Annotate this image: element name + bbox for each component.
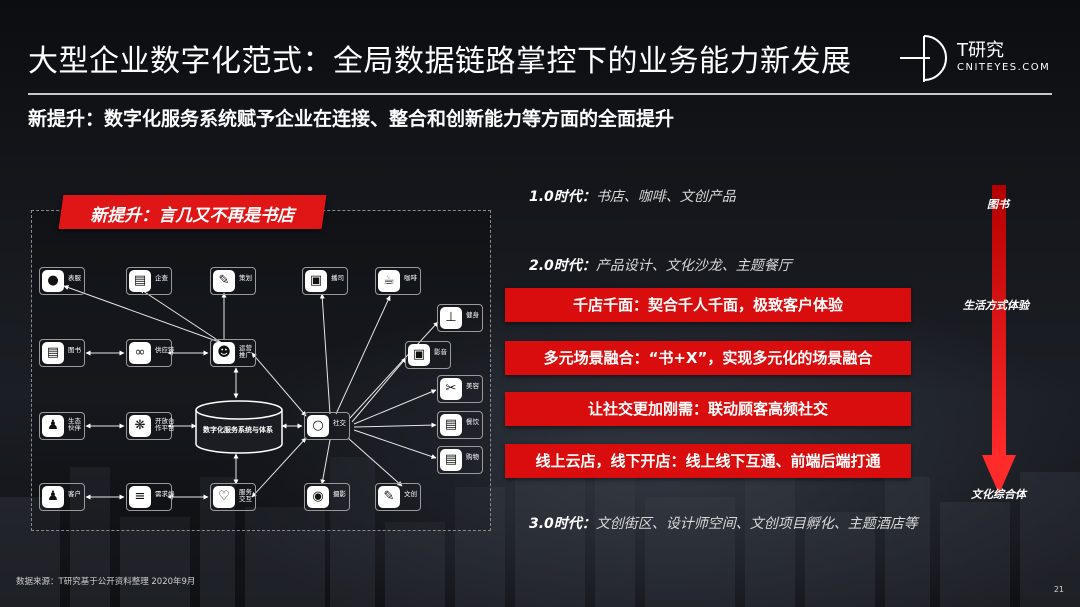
film-icon: ▣ [408, 344, 430, 366]
era-2-text: 产品设计、文化沙龙、主题餐厅 [595, 258, 792, 274]
page-number: 21 [1053, 585, 1064, 594]
chat-bubbles-icon: ○ [307, 415, 329, 437]
node-label: 购物 [466, 453, 479, 461]
cart-icon: ▤ [440, 449, 462, 471]
camera-icon: ◉ [307, 486, 329, 508]
evolution-arrow [982, 185, 1016, 494]
people-icon: ☻ [213, 342, 235, 364]
platform-icon: ❋ [129, 415, 151, 437]
node-label: 健身 [466, 311, 479, 319]
coffee-icon: ☕ [378, 270, 400, 292]
logo-mark-icon [900, 35, 947, 82]
diagram-banner-text: 新提升：言几又不再是书店 [90, 206, 295, 226]
user-icon: ♟ [42, 486, 64, 508]
arrow-label-middle: 生活方式体验 [963, 299, 1029, 312]
database-cylinder-icon [195, 400, 283, 454]
era-1-label: 1.0时代： [529, 189, 596, 205]
era-1-text: 书店、咖啡、文创产品 [595, 189, 736, 205]
node-label: 需求端 [155, 490, 175, 498]
node-label: 图书 [68, 346, 81, 354]
node-label: 表服 [68, 274, 81, 282]
node-label-line2: 作平台 [155, 424, 175, 432]
node-label-line1: 运营 [239, 344, 252, 352]
feature-bar-3: 让社交更加刚需：联动顾客高频社交 [505, 392, 911, 426]
logo-domain: CNITEYES.COM [957, 62, 1051, 73]
era-1: 1.0时代：书店、咖啡、文创产品 [529, 186, 736, 206]
heart-icon: ♡ [213, 486, 235, 508]
planning-icon: ✎ [213, 270, 235, 292]
center-system-label: 数字化服务系统与体系 [203, 426, 273, 434]
header-divider [28, 93, 1052, 95]
node-label: 运营 推广 [239, 345, 252, 359]
slide-title: 大型企业数字化范式：全局数据链路掌控下的业务能力新发展 [28, 44, 852, 79]
node-label: 社交 [333, 419, 346, 427]
era-3-label: 3.0时代： [529, 516, 596, 532]
node-label: 美容 [466, 382, 479, 390]
node-label-line1: 开放合 [155, 417, 175, 425]
era-2-label: 2.0时代： [529, 258, 596, 274]
node-label: 供应链 [155, 346, 175, 354]
brand-logo: T研究 CNITEYES.COM [900, 30, 1060, 86]
node-label: 客户 [68, 490, 81, 498]
node-label: 摄影 [333, 490, 346, 498]
link-icon: ∞ [129, 342, 151, 364]
node-label: 播司 [331, 274, 344, 282]
node-label: 开放合 作平台 [155, 418, 175, 432]
node-label: 影音 [434, 348, 447, 356]
dining-icon: ▤ [440, 414, 462, 436]
book-icon: ▤ [42, 342, 64, 364]
scissors-icon: ✂ [440, 378, 462, 400]
pen-icon: ✎ [378, 486, 400, 508]
partners-icon: ♟ [42, 415, 64, 437]
era-2: 2.0时代：产品设计、文化沙龙、主题餐厅 [529, 255, 792, 275]
slide-subtitle: 新提升：数字化服务系统赋予企业在连接、整合和创新能力等方面的全面提升 [28, 108, 675, 130]
broadcast-icon: ▣ [305, 270, 327, 292]
data-source-note: 数据来源：T研究基于公开资料整理 2020年9月 [16, 577, 196, 587]
demand-icon: ≡ [129, 486, 151, 508]
feature-bar-2: 多元场景融合：“书+X”，实现多元化的场景融合 [505, 341, 911, 375]
node-label: 文创 [404, 490, 417, 498]
arrow-label-bottom: 文化综合体 [971, 488, 1026, 501]
chat-icon: ● [42, 270, 64, 292]
era-3-text: 文创街区、设计师空间、文创项目孵化、主题酒店等 [595, 516, 918, 532]
node-label-line1: 生态 [68, 417, 81, 425]
node-label: 企查 [155, 274, 168, 282]
node-label-line2: 推广 [239, 351, 252, 359]
dumbbell-icon: ⊥ [440, 307, 462, 329]
node-label: 餐饮 [466, 418, 479, 426]
node-label: 服务 交互 [239, 489, 252, 503]
feature-bar-1: 千店千面：契合千人千面，极致客户体验 [505, 288, 911, 322]
node-label-line1: 服务 [239, 488, 252, 496]
node-label: 策划 [239, 274, 252, 282]
feature-bar-4: 线上云店，线下开店：线上线下互通、前端后端打通 [505, 444, 911, 478]
era-3: 3.0时代：文创街区、设计师空间、文创项目孵化、主题酒店等 [529, 513, 918, 533]
node-label: 咖啡 [404, 274, 417, 282]
node-label-line2: 交互 [239, 495, 252, 503]
diagram-banner: 新提升：言几又不再是书店 [58, 195, 327, 229]
node-label-line2: 伙伴 [68, 424, 81, 432]
arrow-label-top: 图书 [987, 198, 1009, 211]
logo-chinese-name: T研究 [957, 40, 1004, 61]
node-label: 生态 伙伴 [68, 418, 81, 432]
document-icon: ▤ [129, 270, 151, 292]
